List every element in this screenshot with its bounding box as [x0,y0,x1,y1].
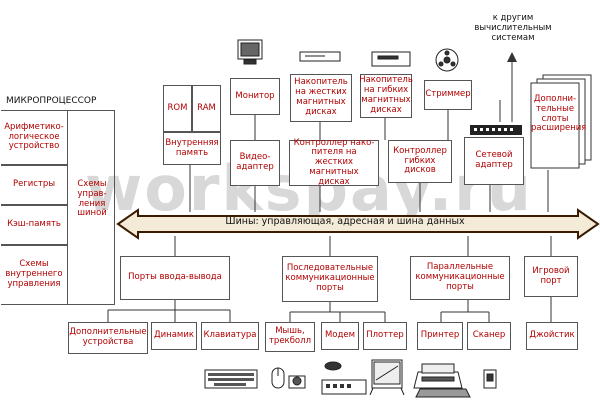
fdd-icon [371,51,411,67]
bus-control-label: Схемы управ- ления шиной [77,179,107,219]
io-ports-box: Порты ввода-вывода [120,256,230,300]
plotter-icon [369,359,405,396]
microcode-box: Схемы внутреннего управления [1,245,68,305]
mouse-icon [271,367,285,389]
bus-label: Шины: управляющая, адресная и шина данны… [225,216,465,227]
alu-box: Арифметико- логическое устройство [1,110,68,165]
printer-icon [413,363,463,389]
plotter-box: Плоттер [363,322,407,350]
modem-box: Модем [321,322,359,350]
trackball-icon [288,375,306,389]
streamer-icon [435,48,459,72]
hdd-controller-box: Контроллер нако- пителя на жестких магни… [289,138,379,187]
game-port-box: Игровой порт [524,256,578,297]
cache-box: Кэш-память [1,205,68,245]
fdd-controller-box: Контроллер гибких дисков [388,140,452,183]
printer-box: Принтер [417,322,463,350]
arrow-up-icon [507,52,517,62]
monitor-box: Монитор [230,78,280,115]
speaker-box: Динамик [151,322,197,350]
keyboard-box: Клавиатура [201,322,259,350]
serial-ports-box: Последовательные коммуникационные порты [282,256,378,302]
scanner-box: Сканер [467,322,511,350]
parallel-ports-box: Параллельные коммуникационные порты [410,256,510,300]
network-hub-icon [470,125,522,135]
fdd-box: Накопитель на гибких магнитных дисках [359,74,413,118]
joystick-icon [483,369,497,389]
rom-box: ROM [163,85,192,132]
video-adapter-box: Видео- адаптер [230,140,280,186]
ram-box: RAM [192,85,221,132]
internal-memory-box: Внутренняя память [163,132,221,165]
hdd-icon [299,51,341,62]
hdd-box: Накопитель на жестких магнитных дисках [290,74,352,122]
streamer-box: Стриммер [424,80,472,110]
modem-icon [321,361,367,395]
registers-box: Регистры [1,165,68,205]
extra-devices-box: Дополнительные устройства [68,322,148,354]
cpu-title: МИКРОПРОЦЕССОР [6,96,97,106]
keyboard-icon [204,369,258,389]
network-adapter-box: Сетевой адаптер [464,137,524,185]
monitor-icon [237,39,263,65]
system-bus-arrow [116,208,600,240]
mouse-box: Мышь, трекболл [265,322,315,352]
expansion-slots-stack [530,74,592,169]
other-systems-label: к другим вычислительным системам [474,13,552,43]
scanner-icon [415,388,471,398]
joystick-box: Джойстик [526,322,578,350]
expansion-slots-label: Дополни- тельные слоты расширения [531,94,587,134]
